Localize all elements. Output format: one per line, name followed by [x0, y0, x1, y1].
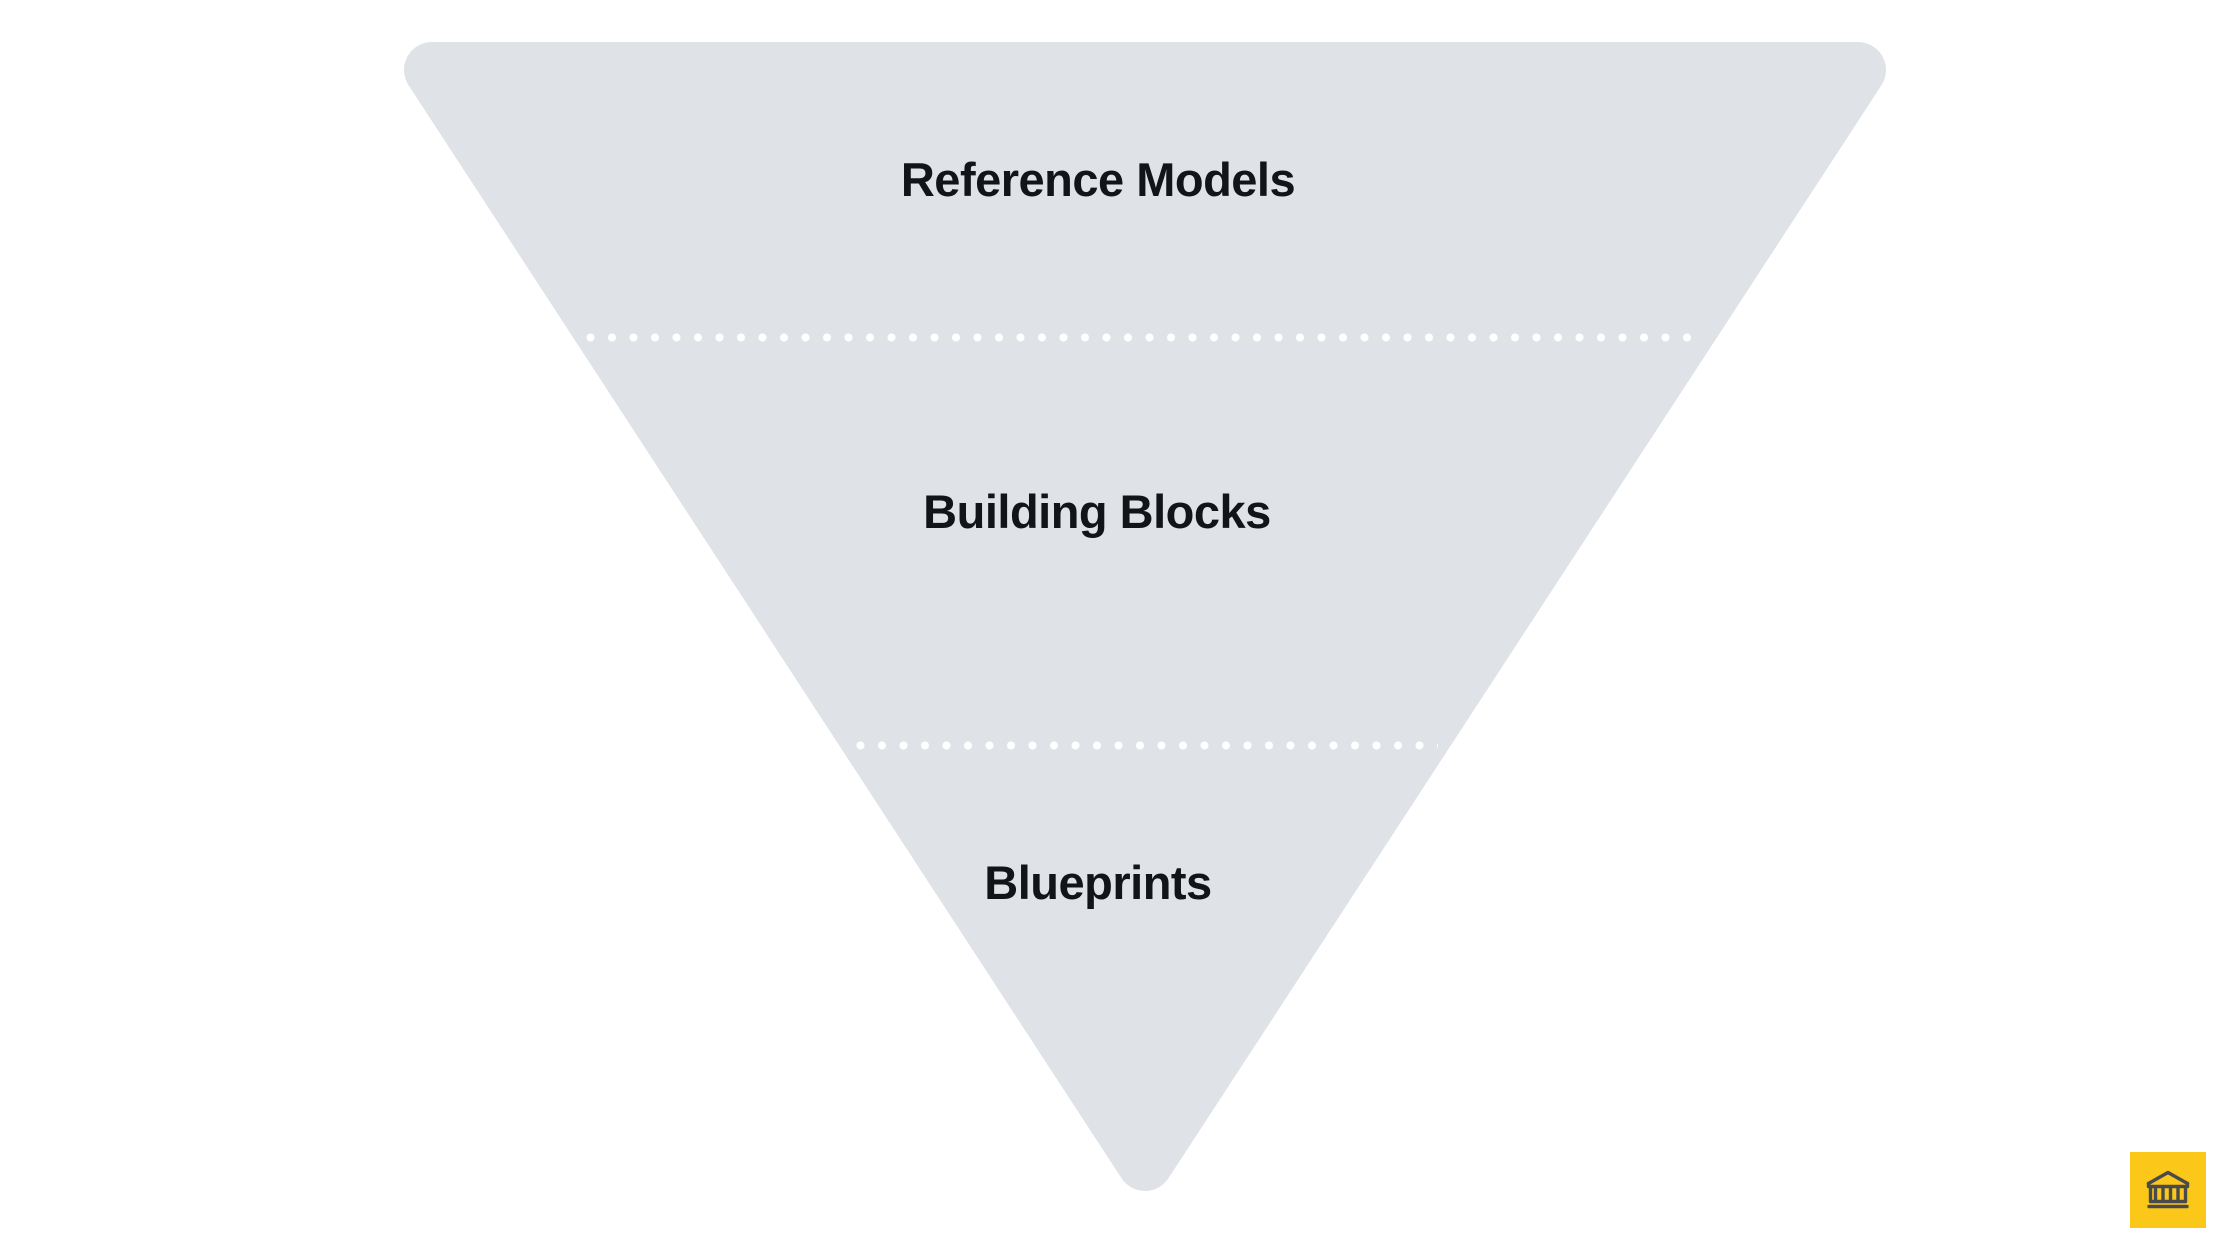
tier-divider-1 — [586, 333, 1704, 342]
funnel-triangle-path — [404, 42, 1886, 1191]
tier-label-blueprints: Blueprints — [984, 856, 1212, 909]
tier-divider-2 — [856, 741, 1438, 750]
bank-icon — [2144, 1168, 2192, 1212]
tier-label-building-blocks: Building Blocks — [923, 485, 1271, 538]
brand-badge — [2130, 1152, 2206, 1228]
tier-label-reference-models: Reference Models — [900, 153, 1296, 206]
